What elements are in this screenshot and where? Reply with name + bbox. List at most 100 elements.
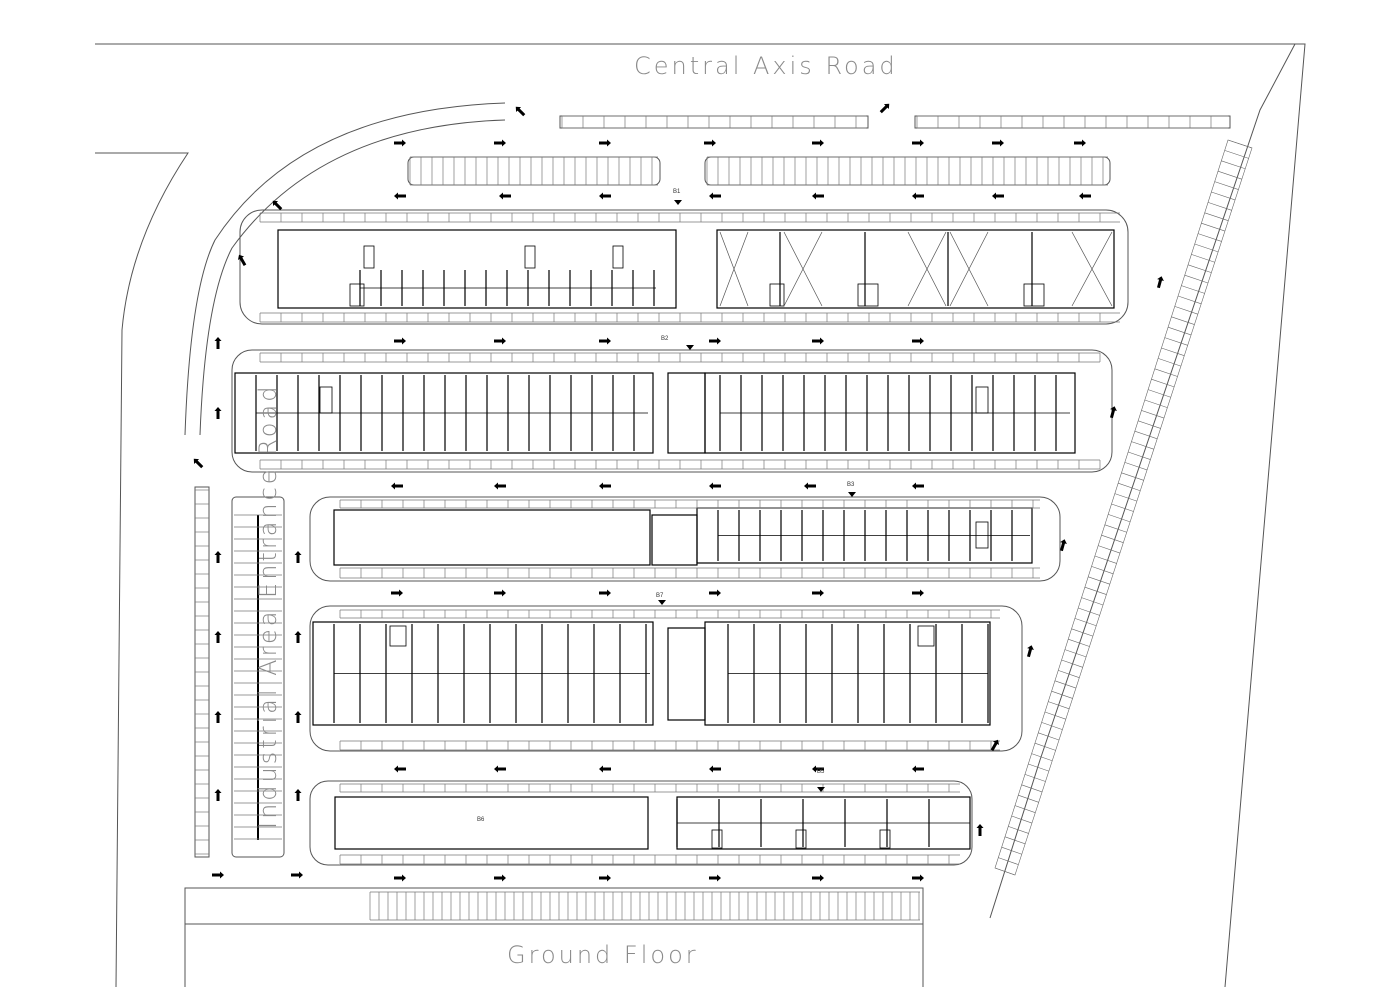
block-b2-core (667, 372, 706, 454)
traffic-direction-arrow-icon (976, 824, 984, 836)
traffic-direction-arrow-icon (992, 192, 1004, 200)
block-b7-left (312, 621, 654, 726)
stair-cores (319, 245, 1045, 849)
parking-stall (1194, 243, 1219, 253)
block-label-b6: B6 (477, 817, 485, 823)
entrance-triangle-icon (674, 200, 682, 205)
parking-stall (1118, 482, 1141, 492)
traffic-direction-arrow-icon (812, 192, 824, 200)
parking-stall (1078, 607, 1100, 616)
traffic-direction-arrow-icon (214, 407, 222, 419)
parking-stall (1101, 534, 1124, 543)
traffic-direction-arrow-icon (214, 631, 222, 643)
traffic-direction-arrow-icon (812, 337, 824, 345)
perimeter-curve-inner (199, 119, 506, 436)
traffic-direction-arrow-icon (494, 482, 506, 490)
traffic-direction-arrow-icon (912, 337, 924, 345)
parking-stall (1021, 784, 1043, 793)
ground-floor-base (184, 924, 924, 987)
parking-stalls (195, 115, 1228, 921)
parking-stall (994, 867, 1016, 876)
parking-stall (1131, 441, 1154, 450)
parking-stall (1221, 160, 1246, 170)
block-b6 (334, 796, 649, 850)
parking-stall (1184, 274, 1209, 284)
parking-stall (1177, 295, 1202, 305)
parking-stall (1011, 815, 1033, 824)
parking-stall (1158, 358, 1181, 367)
stair-core-icon (349, 283, 365, 307)
traffic-direction-arrow-icon (812, 874, 824, 882)
parking-stall (1174, 306, 1198, 315)
block-label-b5: B5 (817, 769, 825, 775)
traffic-direction-arrow-icon (494, 589, 506, 597)
stair-core-icon (612, 245, 624, 269)
traffic-direction-arrow-icon (1079, 192, 1091, 200)
parking-stall (1058, 670, 1080, 678)
void-crosses (719, 231, 1113, 307)
traffic-direction-arrow-icon (394, 765, 406, 773)
left-median-island (231, 496, 285, 858)
traffic-direction-arrow-icon (599, 139, 611, 147)
block-b3-left (333, 509, 651, 566)
block-label-b2: B2 (661, 336, 669, 342)
traffic-direction-arrow-icon (1156, 276, 1164, 289)
parking-stall (1104, 524, 1127, 533)
parking-stall (1024, 774, 1046, 782)
parking-stall (1128, 451, 1151, 460)
road-label-central-axis: Central Axis Road (634, 52, 898, 80)
traffic-direction-arrow-icon (912, 589, 924, 597)
traffic-direction-arrow-icon (709, 874, 721, 882)
parking-stall (1111, 503, 1134, 512)
parking-stall (1161, 347, 1185, 356)
traffic-direction-arrow-icon (212, 871, 224, 879)
traffic-direction-arrow-icon (599, 192, 611, 200)
traffic-direction-arrow-icon (494, 337, 506, 345)
parking-stall (1094, 555, 1117, 564)
stair-core-icon (879, 829, 891, 849)
parking-stall (1164, 337, 1188, 346)
parking-stall (1051, 690, 1073, 699)
traffic-direction-arrow-icon (1059, 539, 1067, 552)
block-label-b7: B7 (656, 593, 664, 599)
parking-stall (1124, 462, 1148, 471)
parking-stall (1197, 233, 1222, 242)
block-b1-left (277, 229, 677, 309)
traffic-direction-arrow-icon (912, 192, 924, 200)
entrance-markers (658, 200, 856, 792)
stair-core-icon (975, 386, 989, 414)
parking-stall (1138, 420, 1161, 429)
parking-stall (1091, 566, 1114, 575)
parking-stall (1088, 576, 1110, 585)
stair-core-icon (857, 283, 879, 307)
parking-stall (998, 857, 1019, 865)
parking-stall (1054, 680, 1077, 689)
ground-floor-strip (184, 887, 924, 925)
parking-stall (1217, 170, 1242, 180)
traffic-direction-arrow-icon (294, 551, 302, 563)
entrance-triangle-icon (658, 600, 666, 605)
traffic-direction-arrow-icon (394, 874, 406, 882)
traffic-direction-arrow-icon (812, 589, 824, 597)
traffic-direction-arrow-icon (193, 458, 204, 469)
traffic-direction-arrow-icon (1026, 645, 1034, 658)
parking-stall (1151, 378, 1175, 388)
parking-stall (1211, 191, 1236, 201)
block-label-b1: B1 (673, 189, 681, 195)
traffic-direction-arrow-icon (494, 139, 506, 147)
parking-stall (1004, 836, 1026, 845)
parking-stall (1041, 722, 1063, 730)
block-b2-left (234, 372, 654, 454)
parking-stall (1064, 649, 1087, 658)
traffic-direction-arrow-icon (599, 337, 611, 345)
traffic-direction-arrow-icon (599, 589, 611, 597)
traffic-direction-arrow-icon (812, 139, 824, 147)
parking-stall (1014, 805, 1036, 813)
traffic-direction-arrow-icon (515, 106, 526, 117)
traffic-direction-arrow-icon (1074, 139, 1086, 147)
stair-core-icon (319, 386, 333, 414)
road-label-industrial-entrance: Industrial Area Entrance Road (254, 383, 282, 829)
parking-stall (1141, 410, 1165, 419)
parking-stall (1227, 139, 1253, 149)
parking-stall (1201, 222, 1226, 232)
